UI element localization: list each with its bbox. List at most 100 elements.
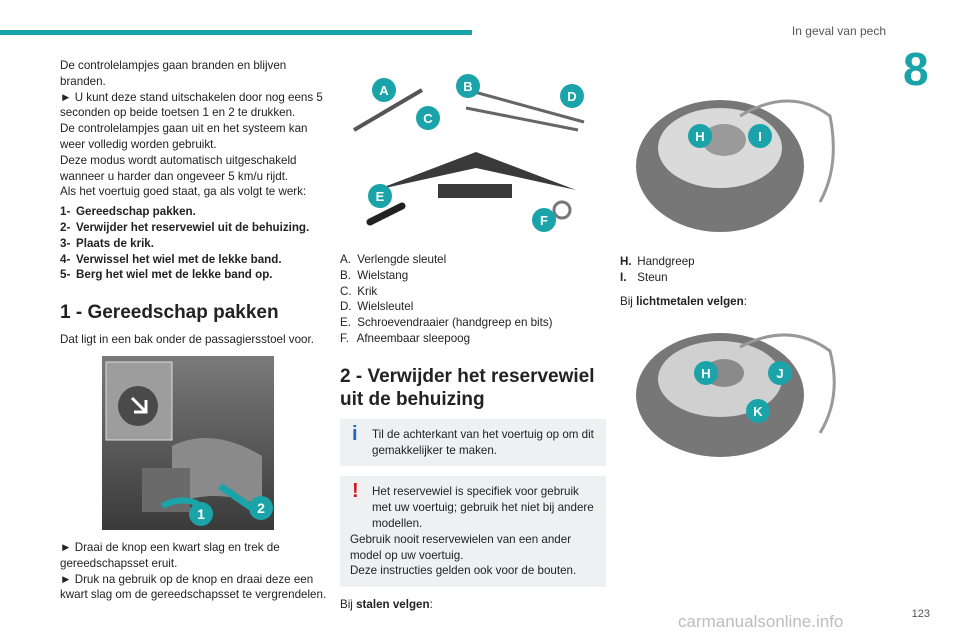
lead-text: Dat ligt in een bak onder de passagierss… <box>60 333 314 347</box>
column-1: De controlelampjes gaan branden en blijv… <box>60 58 328 603</box>
badge-A <box>372 78 396 102</box>
step-text: Verwissel het wiel met de lekke band. <box>76 252 282 266</box>
badge-C-label: C <box>423 111 433 126</box>
legend-key: A. <box>340 253 351 266</box>
step-number: 5- <box>60 268 71 282</box>
badge-I <box>748 124 772 148</box>
badge-1-label: 1 <box>197 506 205 522</box>
section-heading-tools: 1 - Gereedschap pakken <box>60 302 279 324</box>
column-3: H I H. Handgreep I. Steun Bij lichtmetal… <box>620 76 890 467</box>
watermark: carmanualsonline.info <box>678 612 844 631</box>
towing-eye <box>552 200 572 220</box>
warning-box: ! Het reservewiel is specifiek voor gebr… <box>340 476 606 588</box>
info-icon: i <box>352 422 358 445</box>
steel-bold: stalen velgen <box>356 598 430 612</box>
step-item: 2- Verwijder het reservewiel uit de behui… <box>60 220 328 236</box>
rotate-arrow-icon <box>130 396 148 414</box>
badge-K-label: K <box>753 404 763 419</box>
badge-J-label: J <box>776 366 783 381</box>
badge-H-label: H <box>695 129 704 144</box>
steel-suffix: : <box>429 598 433 612</box>
step-text: Plaats de krik. <box>76 236 154 250</box>
extension-key <box>352 88 424 132</box>
intro-line: Als het voertuig goed staat, ga als volg… <box>60 185 307 199</box>
legend-item: I. Steun <box>620 270 890 286</box>
legend-item: B. Wielstang <box>340 268 606 284</box>
pull-arrow-icon <box>160 497 200 509</box>
legend-text: Afneembaar sleepoog <box>356 331 471 345</box>
legend-text: Verlengde sleutel <box>357 253 447 266</box>
info-box: i Til de achterkant van het voertuig op … <box>340 418 606 467</box>
warning-icon: ! <box>352 480 359 503</box>
legend-text: Handgreep <box>637 255 695 268</box>
legend-key: H. <box>620 255 632 268</box>
step-number: 2- <box>60 220 71 234</box>
step-item: 3- Plaats de krik. <box>60 236 328 252</box>
instruction-line: ► Draai de knop een kwart slag en trek d… <box>60 540 280 570</box>
steel-prefix: Bij <box>340 598 357 612</box>
tools-legend: A. Verlengde sleutel B. Wielstang C. Kri… <box>340 252 606 347</box>
step-item: 4- Verwissel het wiel met de lekke band. <box>60 252 328 268</box>
badge-F-label: F <box>540 213 548 228</box>
alloy-suffix: : <box>743 294 747 308</box>
legend-key: D. <box>340 300 352 314</box>
warning-text: Het reservewiel is specifiek voor gebrui… <box>372 485 594 530</box>
hub <box>702 124 746 156</box>
badge-B-label: B <box>463 79 472 94</box>
warning-text: Gebruik nooit reservewielen van een ande… <box>350 532 572 562</box>
badge-D-label: D <box>567 89 576 104</box>
legend-text: Krik <box>357 284 378 298</box>
legend-text: Wielstang <box>357 268 409 282</box>
legend-key: I. <box>620 270 627 284</box>
wheel-rod <box>459 86 585 124</box>
tray <box>172 437 262 506</box>
legend-item: D. Wielsleutel <box>340 299 606 315</box>
alloy-prefix: Bij <box>620 294 637 308</box>
step-text: Gereedschap pakken. <box>76 205 196 219</box>
intro-line: ► U kunt deze stand uitschakelen door no… <box>60 90 323 120</box>
chapter-number: 8 <box>903 43 929 95</box>
badge-H <box>688 124 712 148</box>
legend-text: Steun <box>637 270 668 284</box>
page-number: 123 <box>911 608 930 620</box>
step-number: 1- <box>60 205 71 219</box>
step-item: 1- Gereedschap pakken. <box>60 204 328 220</box>
legend-key: E. <box>340 316 351 330</box>
step-number: 4- <box>60 252 71 266</box>
badge-I-label: I <box>758 129 762 144</box>
toolkit-figure: 1 2 <box>102 355 274 530</box>
step-text: Verwijder het reservewiel uit de behuizi… <box>76 220 310 234</box>
alloy-bold: lichtmetalen velgen <box>636 294 744 308</box>
badge-J <box>768 361 792 386</box>
legend-key: F. <box>340 331 350 345</box>
badge-K <box>746 399 770 424</box>
badge-D <box>560 84 584 108</box>
warning-text: Deze instructies gelden ook voor de bout… <box>350 564 577 578</box>
cable <box>739 99 835 203</box>
legend-text: Wielsleutel <box>357 300 414 314</box>
intro-line: De controlelampjes gaan uit en het syste… <box>60 122 308 151</box>
step-number: 3- <box>60 236 71 250</box>
intro-line: De controlelampjes gaan branden en blijv… <box>60 59 287 88</box>
badge-E-label: E <box>376 189 385 204</box>
badge-H-label: H <box>701 366 710 381</box>
alloy-rims-label: Bij lichtmetalen velgen: <box>620 294 890 310</box>
legend-item: H. Handgreep <box>620 254 890 270</box>
column-2: A B C D E F A. Verlengde sleutel B. Wiel… <box>340 72 606 613</box>
badge-C <box>416 106 440 130</box>
badge-2-label: 2 <box>257 500 265 516</box>
steel-rims-label: Bij stalen velgen: <box>340 597 606 613</box>
section-heading-spare-wheel: 2 - Verwijder het reservewiel uit de beh… <box>340 365 595 410</box>
legend-item: E. Schroevendraaier (handgreep en bits) <box>340 315 606 331</box>
info-text: Til de achterkant van het voertuig op om… <box>372 427 594 457</box>
parts-legend: H. Handgreep I. Steun <box>620 254 890 286</box>
legend-key: B. <box>340 268 351 282</box>
tools-figure: A B C D E F <box>352 74 585 232</box>
intro-line: Deze modus wordt automatisch uitgeschake… <box>60 153 297 183</box>
wheel-wrench <box>465 106 579 132</box>
badge-B <box>456 74 480 98</box>
badge-1 <box>189 501 213 526</box>
instruction-line: ► Druk na gebruik op de knop en draai de… <box>60 572 327 602</box>
badge-A-label: A <box>379 83 389 98</box>
legend-item: C. Krik <box>340 284 606 300</box>
